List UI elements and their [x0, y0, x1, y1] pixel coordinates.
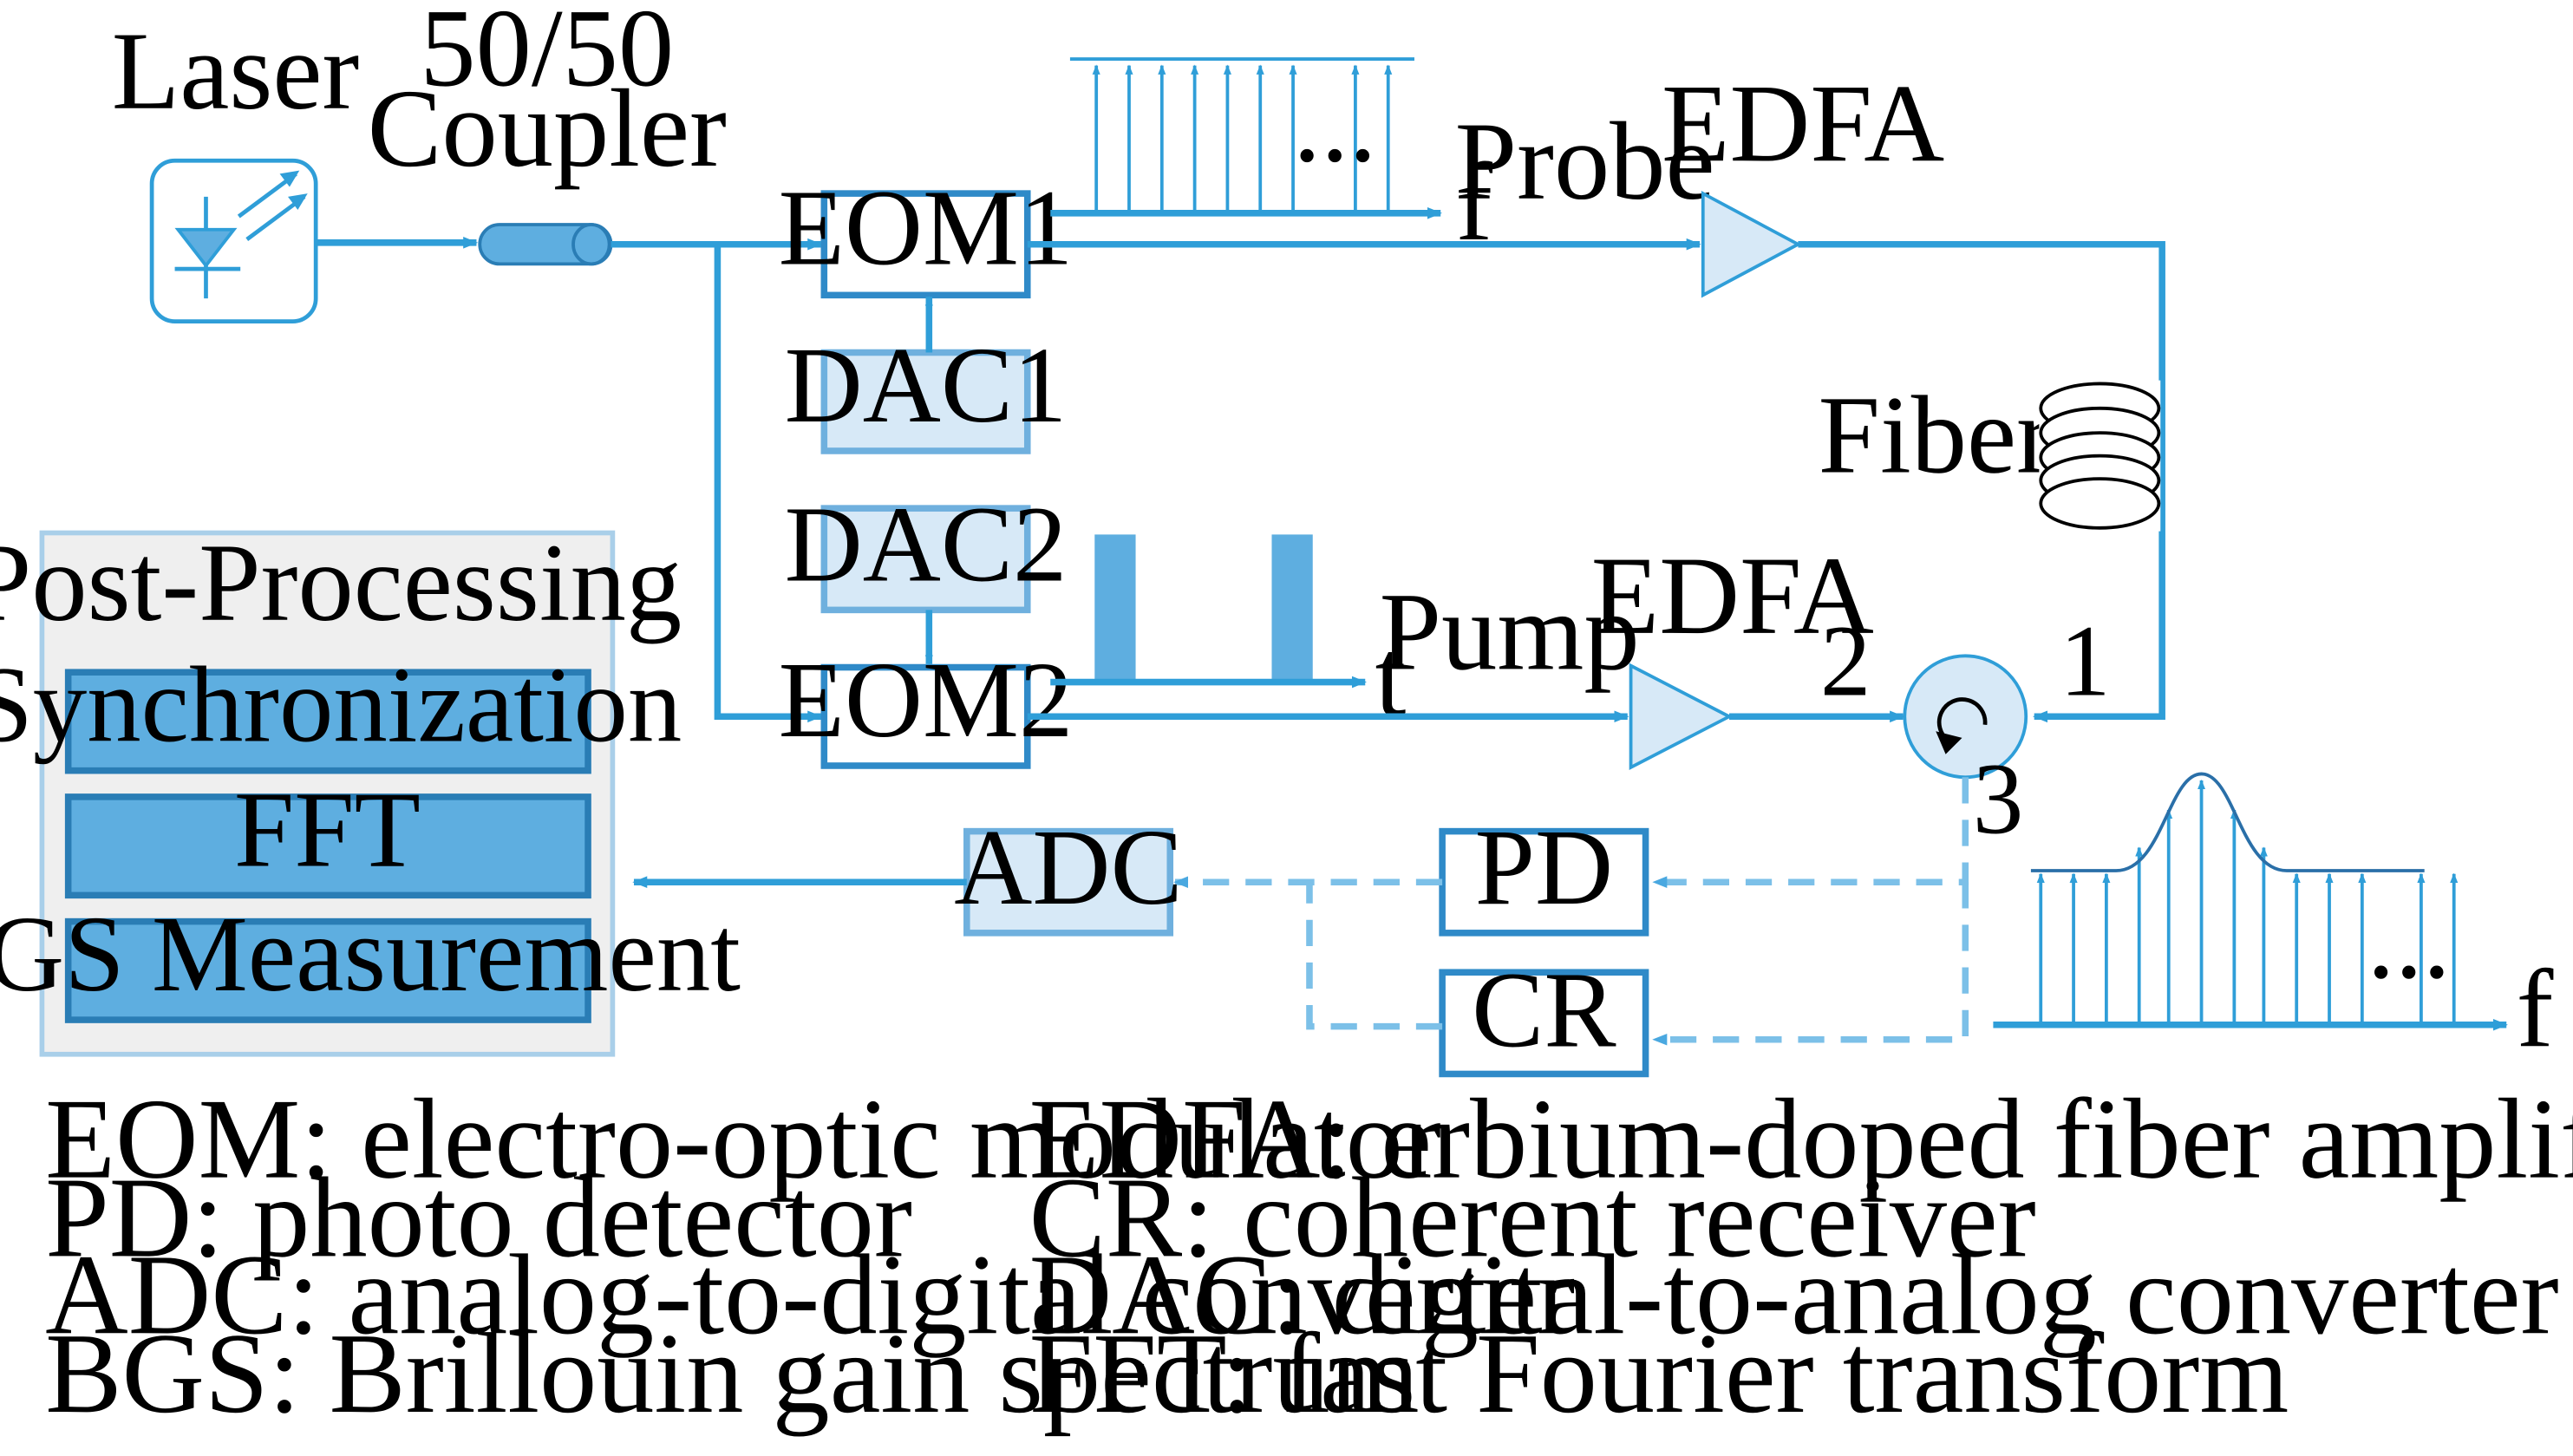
legend-item: ADC: analog-to-digital converter [45, 1231, 1575, 1358]
legend-item: EDFA: erbium-doped fiber amplifier [1029, 1075, 2573, 1203]
eom1-label: EOM1 [779, 167, 1074, 287]
coupler-label-line1: 50/50 [420, 0, 674, 109]
step-synchronization-box [64, 669, 591, 774]
step-bgs-measurement-label: BGS Measurement [0, 894, 741, 1014]
gain-envelope-curve [2030, 772, 2425, 872]
edfa-top-amplifier-icon [1701, 190, 1802, 298]
legend-item: DAC: digital-to-analog converter [1029, 1231, 2559, 1358]
circulator-port-1-label: 1 [2060, 606, 2111, 718]
cr-to-adc-dashed-line [1306, 882, 1443, 1030]
edfa-bottom-label: EDFA [1591, 533, 1874, 657]
pump-pulse [1094, 534, 1136, 682]
pump-pulse [1271, 534, 1313, 682]
legend-item: PD: photo detector [45, 1153, 912, 1281]
dac1-box [820, 349, 1031, 454]
dac2-label: DAC2 [785, 484, 1068, 604]
legend-item: BGS: Brillouin gain spectrum [45, 1309, 1419, 1437]
legend-item: EOM: electro-optic modulator [45, 1075, 1441, 1203]
pump-pulse-train [1050, 534, 1367, 689]
step-fft-box [64, 793, 591, 899]
step-synchronization-label: Synchronization [0, 645, 682, 765]
step-fft-label: FFT [234, 769, 421, 889]
edfa-bottom-amplifier-icon [1629, 663, 1734, 770]
cr-box [1439, 969, 1649, 1078]
probe-label: Probe [1455, 99, 1715, 223]
fiber-coil-icon [2039, 380, 2161, 532]
circulator-to-pd-dashed-arrow [1652, 777, 1969, 889]
step-bgs-measurement-box [64, 917, 591, 1023]
probe-dots-label: ... [1293, 61, 1376, 185]
gain-dots-label: ... [2367, 878, 2451, 1002]
gain-axis-f-label: f [2517, 946, 2554, 1070]
brillouin-gain-spectrum [1993, 772, 2508, 1031]
legend: EOM: electro-optic modulator PD: photo d… [45, 1075, 2573, 1437]
circulator-port-2-label: 2 [1820, 606, 1871, 718]
edfa-top-label: EDFA [1662, 61, 1944, 185]
coupler-icon [478, 223, 613, 266]
coupler-to-eom2-arrow [714, 244, 823, 723]
eom2-label: EOM2 [779, 640, 1074, 760]
coupler-label-line2: Coupler [368, 66, 727, 190]
circulator-to-cr-dashed-arrow [1652, 882, 1969, 1046]
legend-item: CR: coherent receiver [1029, 1153, 2036, 1281]
dac2-box [820, 505, 1031, 614]
probe-path-to-circulator [1798, 240, 2165, 723]
probe-comb-spectrum [1050, 57, 1442, 219]
eom1-box [820, 190, 1031, 299]
circulator-port-3-label: 3 [1973, 744, 2024, 856]
laser-label: Laser [112, 9, 360, 133]
laser-diode-icon [149, 158, 318, 323]
pd-label: PD [1475, 807, 1614, 927]
pump-label: Pump [1380, 569, 1640, 693]
legend-item: FFT: fast Fourier transform [1029, 1309, 2289, 1437]
adc-label: ADC [954, 807, 1182, 927]
eom2-box [820, 663, 1031, 769]
cr-label: CR [1472, 950, 1616, 1069]
fiber-label: Fiber [1819, 373, 2054, 497]
post-processing-title: Post-Processing [0, 520, 682, 644]
